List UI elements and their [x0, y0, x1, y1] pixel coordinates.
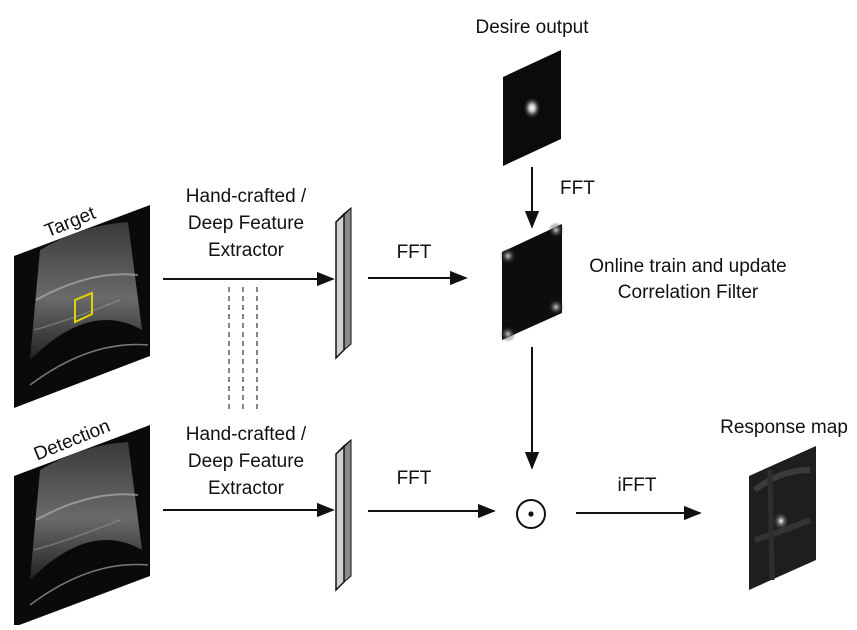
extractor-top-line3: Extractor	[208, 240, 285, 261]
extractor-top-line1: Hand-crafted /	[186, 186, 307, 207]
feature-plane-top	[335, 206, 352, 360]
response-map-label: Response map	[720, 417, 848, 438]
response-map-image	[749, 446, 816, 590]
correlation-filter-image	[500, 222, 564, 342]
feature-plane-bottom	[335, 438, 352, 592]
extractor-bottom-line2: Deep Feature	[188, 451, 304, 472]
fft-vertical-label: FFT	[560, 178, 595, 199]
fft-top-label: FFT	[397, 242, 432, 263]
detection-ultrasound-image	[14, 425, 150, 627]
target-roi-box	[74, 291, 93, 324]
desire-output-label: Desire output	[475, 17, 589, 38]
extractor-top-line2: Deep Feature	[188, 213, 304, 234]
extractor-bottom-line1: Hand-crafted /	[186, 424, 307, 445]
circled-dot-icon	[516, 499, 546, 529]
desire-output-image	[503, 50, 561, 166]
target-ultrasound-image	[14, 205, 150, 408]
shared-weights-dashes	[228, 287, 258, 412]
ifft-label: iFFT	[617, 475, 656, 496]
fft-bottom-label: FFT	[397, 468, 432, 489]
filter-label-line1: Online train and update	[589, 256, 787, 277]
extractor-bottom-line3: Extractor	[208, 478, 285, 499]
filter-label-line2: Correlation Filter	[618, 282, 759, 303]
